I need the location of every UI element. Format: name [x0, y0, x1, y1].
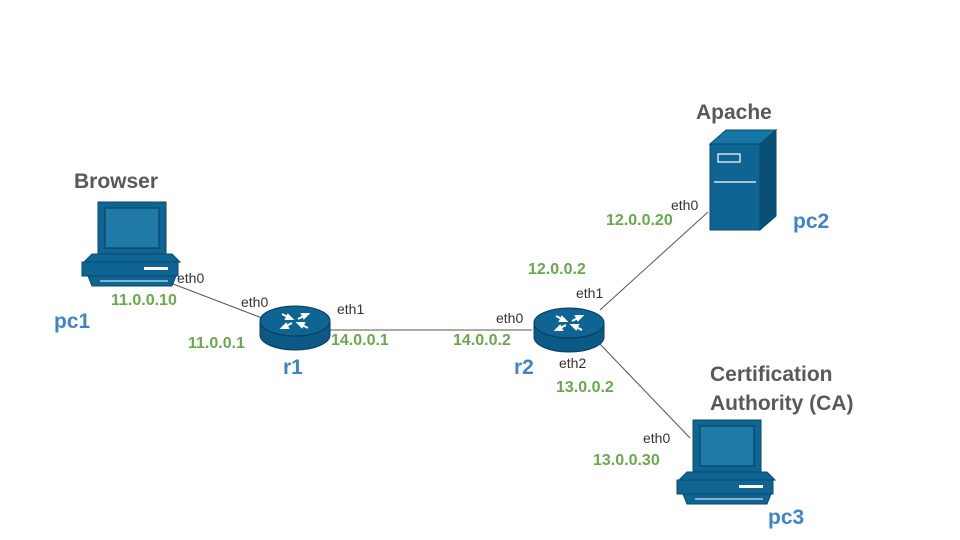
ip-label-r1-eth0: 11.0.0.1: [188, 335, 245, 352]
router-icon-r1[interactable]: [258, 303, 332, 355]
iface-label-r1-eth0: eth0: [241, 294, 269, 310]
host-label-r2: r2: [514, 356, 534, 379]
iface-label-r2-eth1: eth1: [576, 285, 604, 301]
iface-label-r1-eth1: eth1: [337, 301, 365, 317]
link-r2-pc2: [599, 211, 709, 311]
iface-label-pc2-eth0: eth0: [671, 197, 699, 213]
ip-label-pc3-eth0: 13.0.0.30: [593, 452, 660, 469]
iface-label-pc3-eth0: eth0: [643, 430, 671, 446]
link-r2-pc3: [597, 341, 691, 439]
ip-label-r2-eth2: 13.0.0.2: [556, 379, 614, 396]
role-label-ca-line1: Certification: [710, 363, 833, 386]
host-label-pc3: pc3: [768, 506, 805, 529]
role-label-apache: Apache: [696, 101, 772, 124]
ip-label-pc2-eth0: 12.0.0.20: [606, 212, 673, 229]
host-label-pc1: pc1: [54, 310, 91, 333]
iface-label-r2-eth0: eth0: [496, 310, 524, 326]
iface-label-pc1-eth0: eth0: [177, 270, 205, 286]
ip-label-pc1-eth0: 11.0.0.10: [111, 292, 177, 309]
host-label-pc2: pc2: [793, 210, 830, 233]
role-label-ca-line2: Authority (CA): [710, 392, 854, 415]
role-label-browser: Browser: [74, 170, 159, 193]
workstation-icon-pc3[interactable]: [675, 418, 780, 508]
ip-label-r2-eth0: 14.0.0.2: [453, 332, 511, 349]
host-label-r1: r1: [283, 356, 303, 379]
router-icon-r2[interactable]: [532, 305, 606, 357]
iface-label-r2-eth2: eth2: [559, 355, 587, 371]
link-pc1-r1: [167, 281, 263, 319]
server-icon-pc2[interactable]: [706, 128, 780, 232]
ip-label-r1-eth1: 14.0.0.1: [331, 332, 389, 349]
ip-label-r2-eth1: 12.0.0.2: [528, 261, 586, 278]
workstation-icon-pc1[interactable]: [80, 200, 185, 290]
